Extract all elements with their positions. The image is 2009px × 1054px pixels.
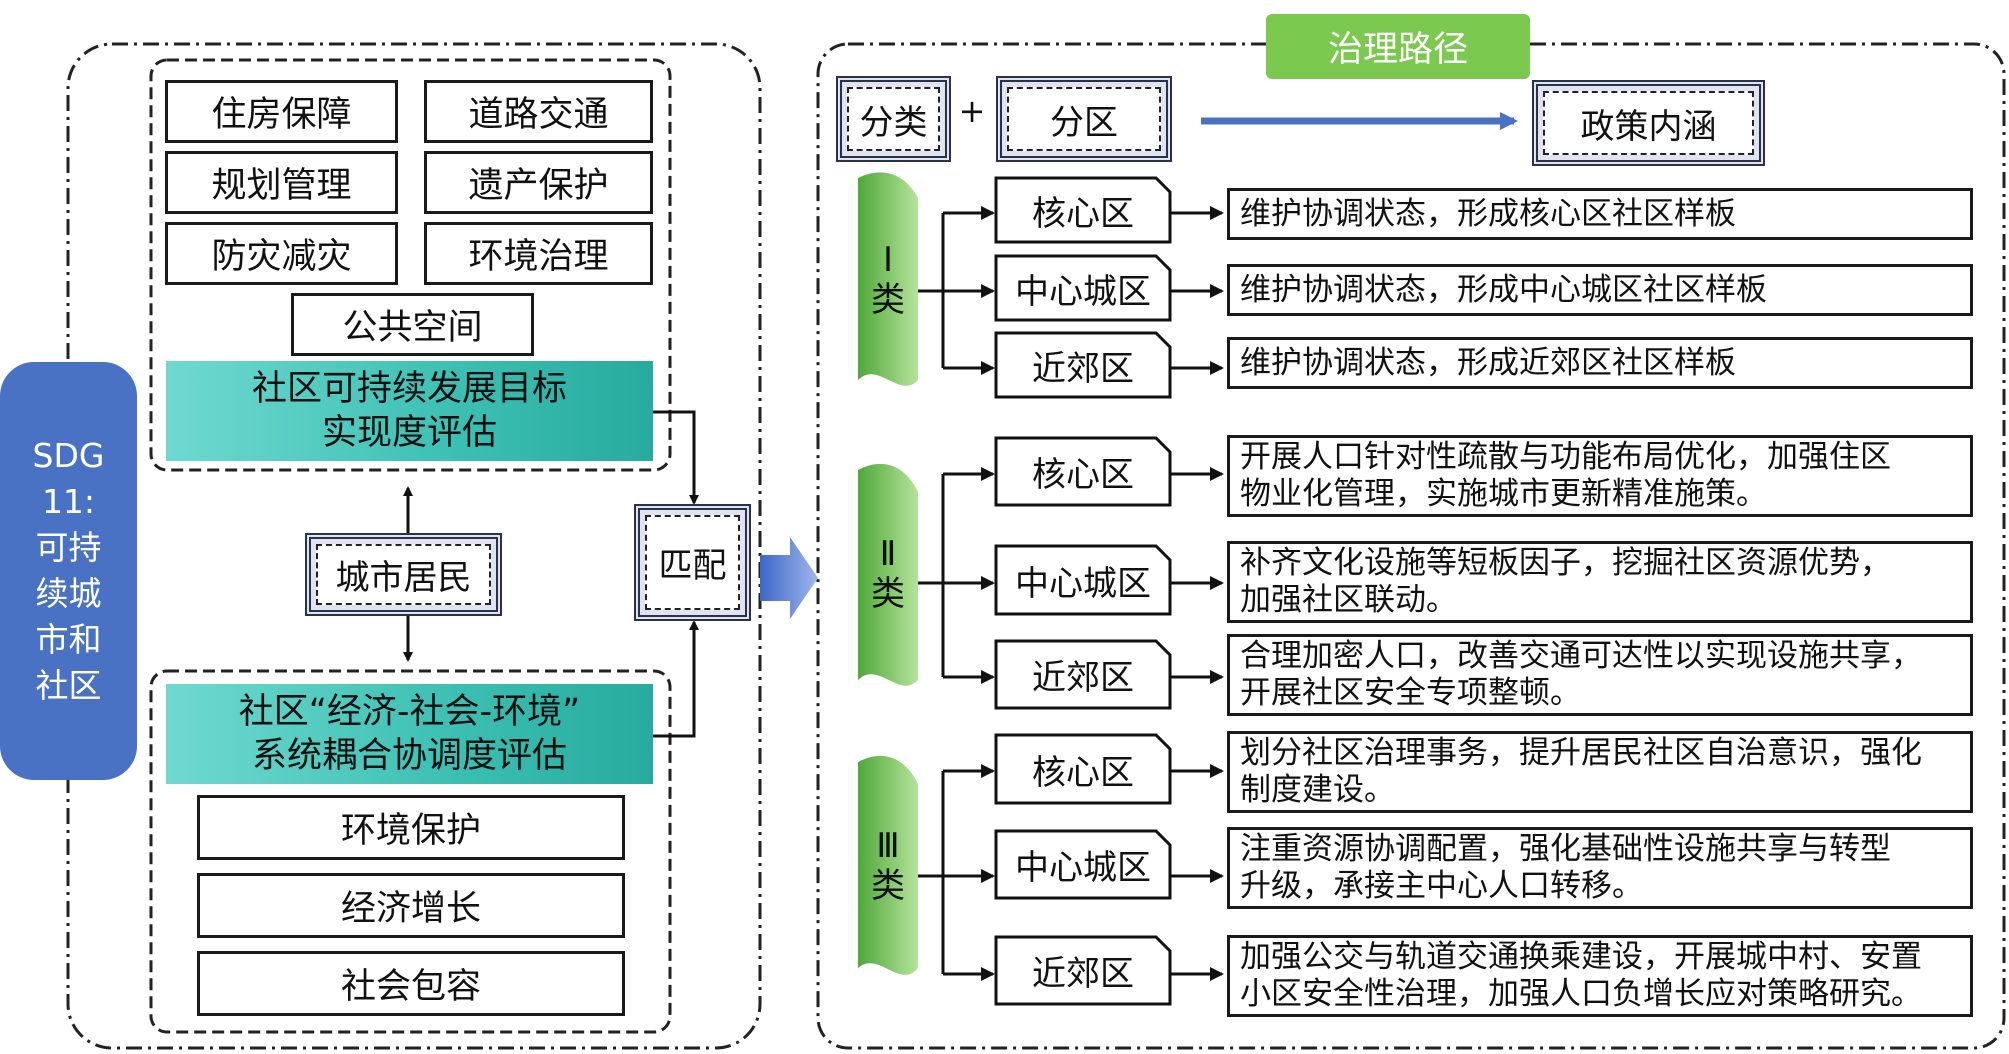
system-economic-growth: 经济增长 [197,873,625,938]
class-3-policy-central: 注重资源协调配置，强化基础性设施共享与转型 升级，承接主中心人口转移。 [1227,827,1973,909]
class-3-policy-core: 划分社区治理事务，提升居民社区自治意识，强化 制度建设。 [1227,731,1973,813]
class-1-district-core: 核心区 [1032,193,1134,234]
class-1-label: Ⅰ 类 [871,240,905,320]
policy-connotation-label: 政策内涵 [1543,91,1754,155]
indicator-disaster: 防灾减灾 [165,222,398,285]
upper-indicator-group [149,58,672,472]
lower-system-group [149,669,672,1034]
residents-label: 城市居民 [316,544,491,605]
indicator-road-transport: 道路交通 [424,80,653,143]
policy-connotation-box: 政策内涵 [1532,80,1765,166]
zoning-label: 分区 [1007,87,1161,151]
indicator-public-space: 公共空间 [291,293,534,356]
indicator-heritage: 遗产保护 [424,151,653,214]
class-2-district-core: 核心区 [1032,455,1134,495]
indicator-environment: 环境治理 [424,222,653,285]
governance-path-title: 治理路径 [1266,14,1530,79]
class-2-label: Ⅱ 类 [871,534,905,614]
indicator-housing: 住房保障 [165,80,398,143]
class-2-wave [858,463,918,686]
class-1-district-central: 中心城区 [1015,271,1151,312]
class-3-policy-suburb: 加强公交与轨道交通换乘建设，开展城中村、安置 小区安全性治理，加强人口负增长应对… [1227,935,1973,1017]
indicator-planning: 规划管理 [165,151,398,214]
class-3-district-core: 核心区 [1032,752,1134,793]
class-2-district-central: 中心城区 [1015,563,1151,604]
class-3-district-suburb: 近郊区 [1032,954,1134,994]
class-2-district-suburb: 近郊区 [1032,658,1134,698]
class-1-district-suburb: 近郊区 [1032,348,1134,389]
left-outer-frame [66,42,762,1050]
residents-box: 城市居民 [305,533,502,616]
class-1-policy-core: 维护协调状态，形成核心区社区样板 [1227,188,1973,240]
classification-label: 分类 [847,87,940,151]
class-3-wave [858,755,918,975]
plus-sign: + [958,92,986,130]
class-2-policy-suburb: 合理加密人口，改善交通可达性以实现设施共享， 开展社区安全专项整顿。 [1227,634,1973,716]
class-3-label: Ⅲ 类 [871,826,905,906]
match-to-path-arrow [760,537,818,619]
system-social-inclusion: 社会包容 [197,951,625,1016]
system-environment-protection: 环境保护 [197,795,625,860]
match-label: 匹配 [645,515,740,610]
zoning-box: 分区 [996,76,1172,162]
class-2-policy-core: 开展人口针对性疏散与功能布局优化，加强住区 物业化管理，实施城市更新精准施策。 [1227,435,1973,517]
class-1-policy-central: 维护协调状态，形成中心城区社区样板 [1227,264,1973,316]
sdg-assessment-box: 社区可持续发展目标 实现度评估 [166,361,653,461]
class-1-policy-suburb: 维护协调状态，形成近郊区社区样板 [1227,337,1973,389]
class-3-district-central: 中心城区 [1015,848,1151,888]
class-1-wave [858,172,918,386]
match-box: 匹配 [634,504,751,621]
classification-box: 分类 [836,76,951,162]
class-2-policy-central: 补齐文化设施等短板因子，挖掘社区资源优势， 加强社区联动。 [1227,541,1973,623]
coupling-assessment-box: 社区“经济-社会-环境” 系统耦合协调度评估 [166,684,653,784]
sdg-11-label: SDG 11: 可持 续城 市和 社区 [0,362,137,780]
